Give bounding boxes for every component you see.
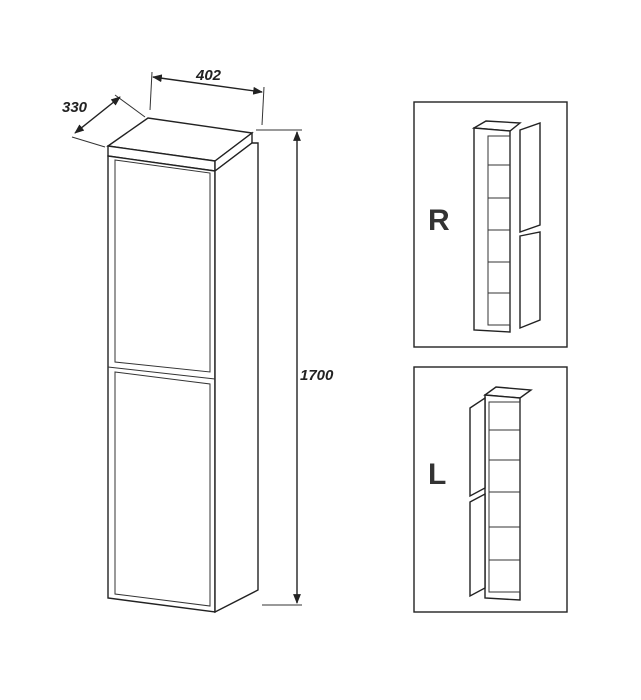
lower-door-open — [519, 231, 541, 330]
upper-door — [114, 159, 211, 373]
variant-r-label: R — [428, 204, 450, 237]
dimension-depth: 330 — [62, 94, 146, 148]
cabinet-side — [214, 142, 259, 614]
dimension-height: 1700 — [256, 129, 334, 606]
cabinet-front — [107, 155, 216, 613]
width-label: 402 — [195, 67, 222, 84]
variant-right-panel: R — [413, 101, 568, 348]
variant-left-panel: L — [413, 366, 568, 613]
depth-label: 330 — [62, 99, 88, 116]
height-label: 1700 — [300, 367, 334, 384]
dimension-width: 402 — [149, 67, 265, 126]
lower-door — [114, 371, 211, 607]
upper-door-open — [519, 122, 541, 233]
variant-l-label: L — [428, 458, 446, 491]
lower-door-open-left — [469, 492, 486, 598]
upper-door-open-left — [469, 396, 486, 498]
main-cabinet — [106, 117, 259, 614]
